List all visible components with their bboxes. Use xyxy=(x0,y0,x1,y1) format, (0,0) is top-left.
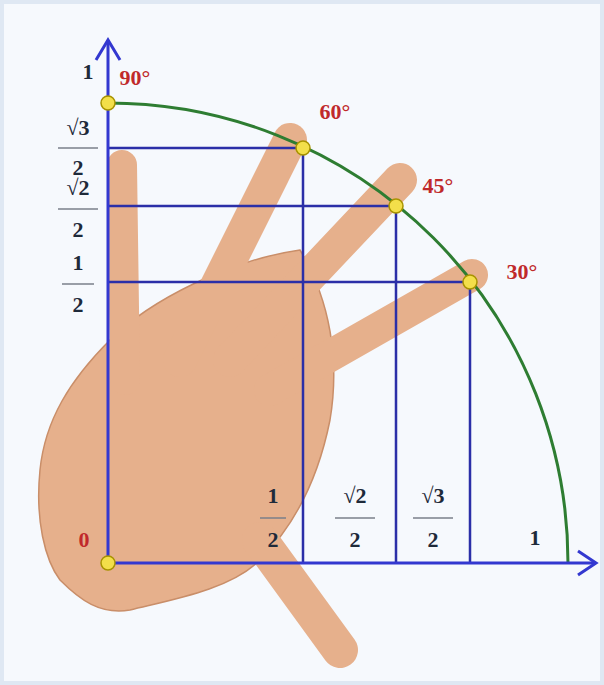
fraction-numerator: √2 xyxy=(343,485,366,507)
fraction-numerator: √2 xyxy=(66,177,89,199)
fraction-bars xyxy=(58,148,453,518)
fraction-numerator: 1 xyxy=(268,485,279,507)
axes xyxy=(96,40,596,575)
hand-fingers xyxy=(122,140,472,650)
fraction-numerator: √3 xyxy=(66,117,89,139)
fraction-denominator: 2 xyxy=(73,294,84,316)
fraction-denominator: 2 xyxy=(350,529,361,551)
angle-label: 60° xyxy=(320,101,351,123)
fraction-numerator: 1 xyxy=(73,252,84,274)
unit-arc xyxy=(108,103,568,563)
fraction-denominator: 2 xyxy=(428,529,439,551)
angle-label: 30° xyxy=(507,261,538,283)
axis-value: 1 xyxy=(83,61,94,83)
angle-label: 45° xyxy=(423,175,454,197)
axis-value: 1 xyxy=(530,527,541,549)
points xyxy=(101,96,477,570)
projection-lines xyxy=(108,148,470,563)
fraction-denominator: 2 xyxy=(73,219,84,241)
fraction-denominator: 2 xyxy=(268,529,279,551)
fraction-denominator: 2 xyxy=(73,157,84,179)
fraction-numerator: √3 xyxy=(421,485,444,507)
angle-label: 90° xyxy=(120,67,151,89)
origin-label: 0 xyxy=(79,529,90,551)
